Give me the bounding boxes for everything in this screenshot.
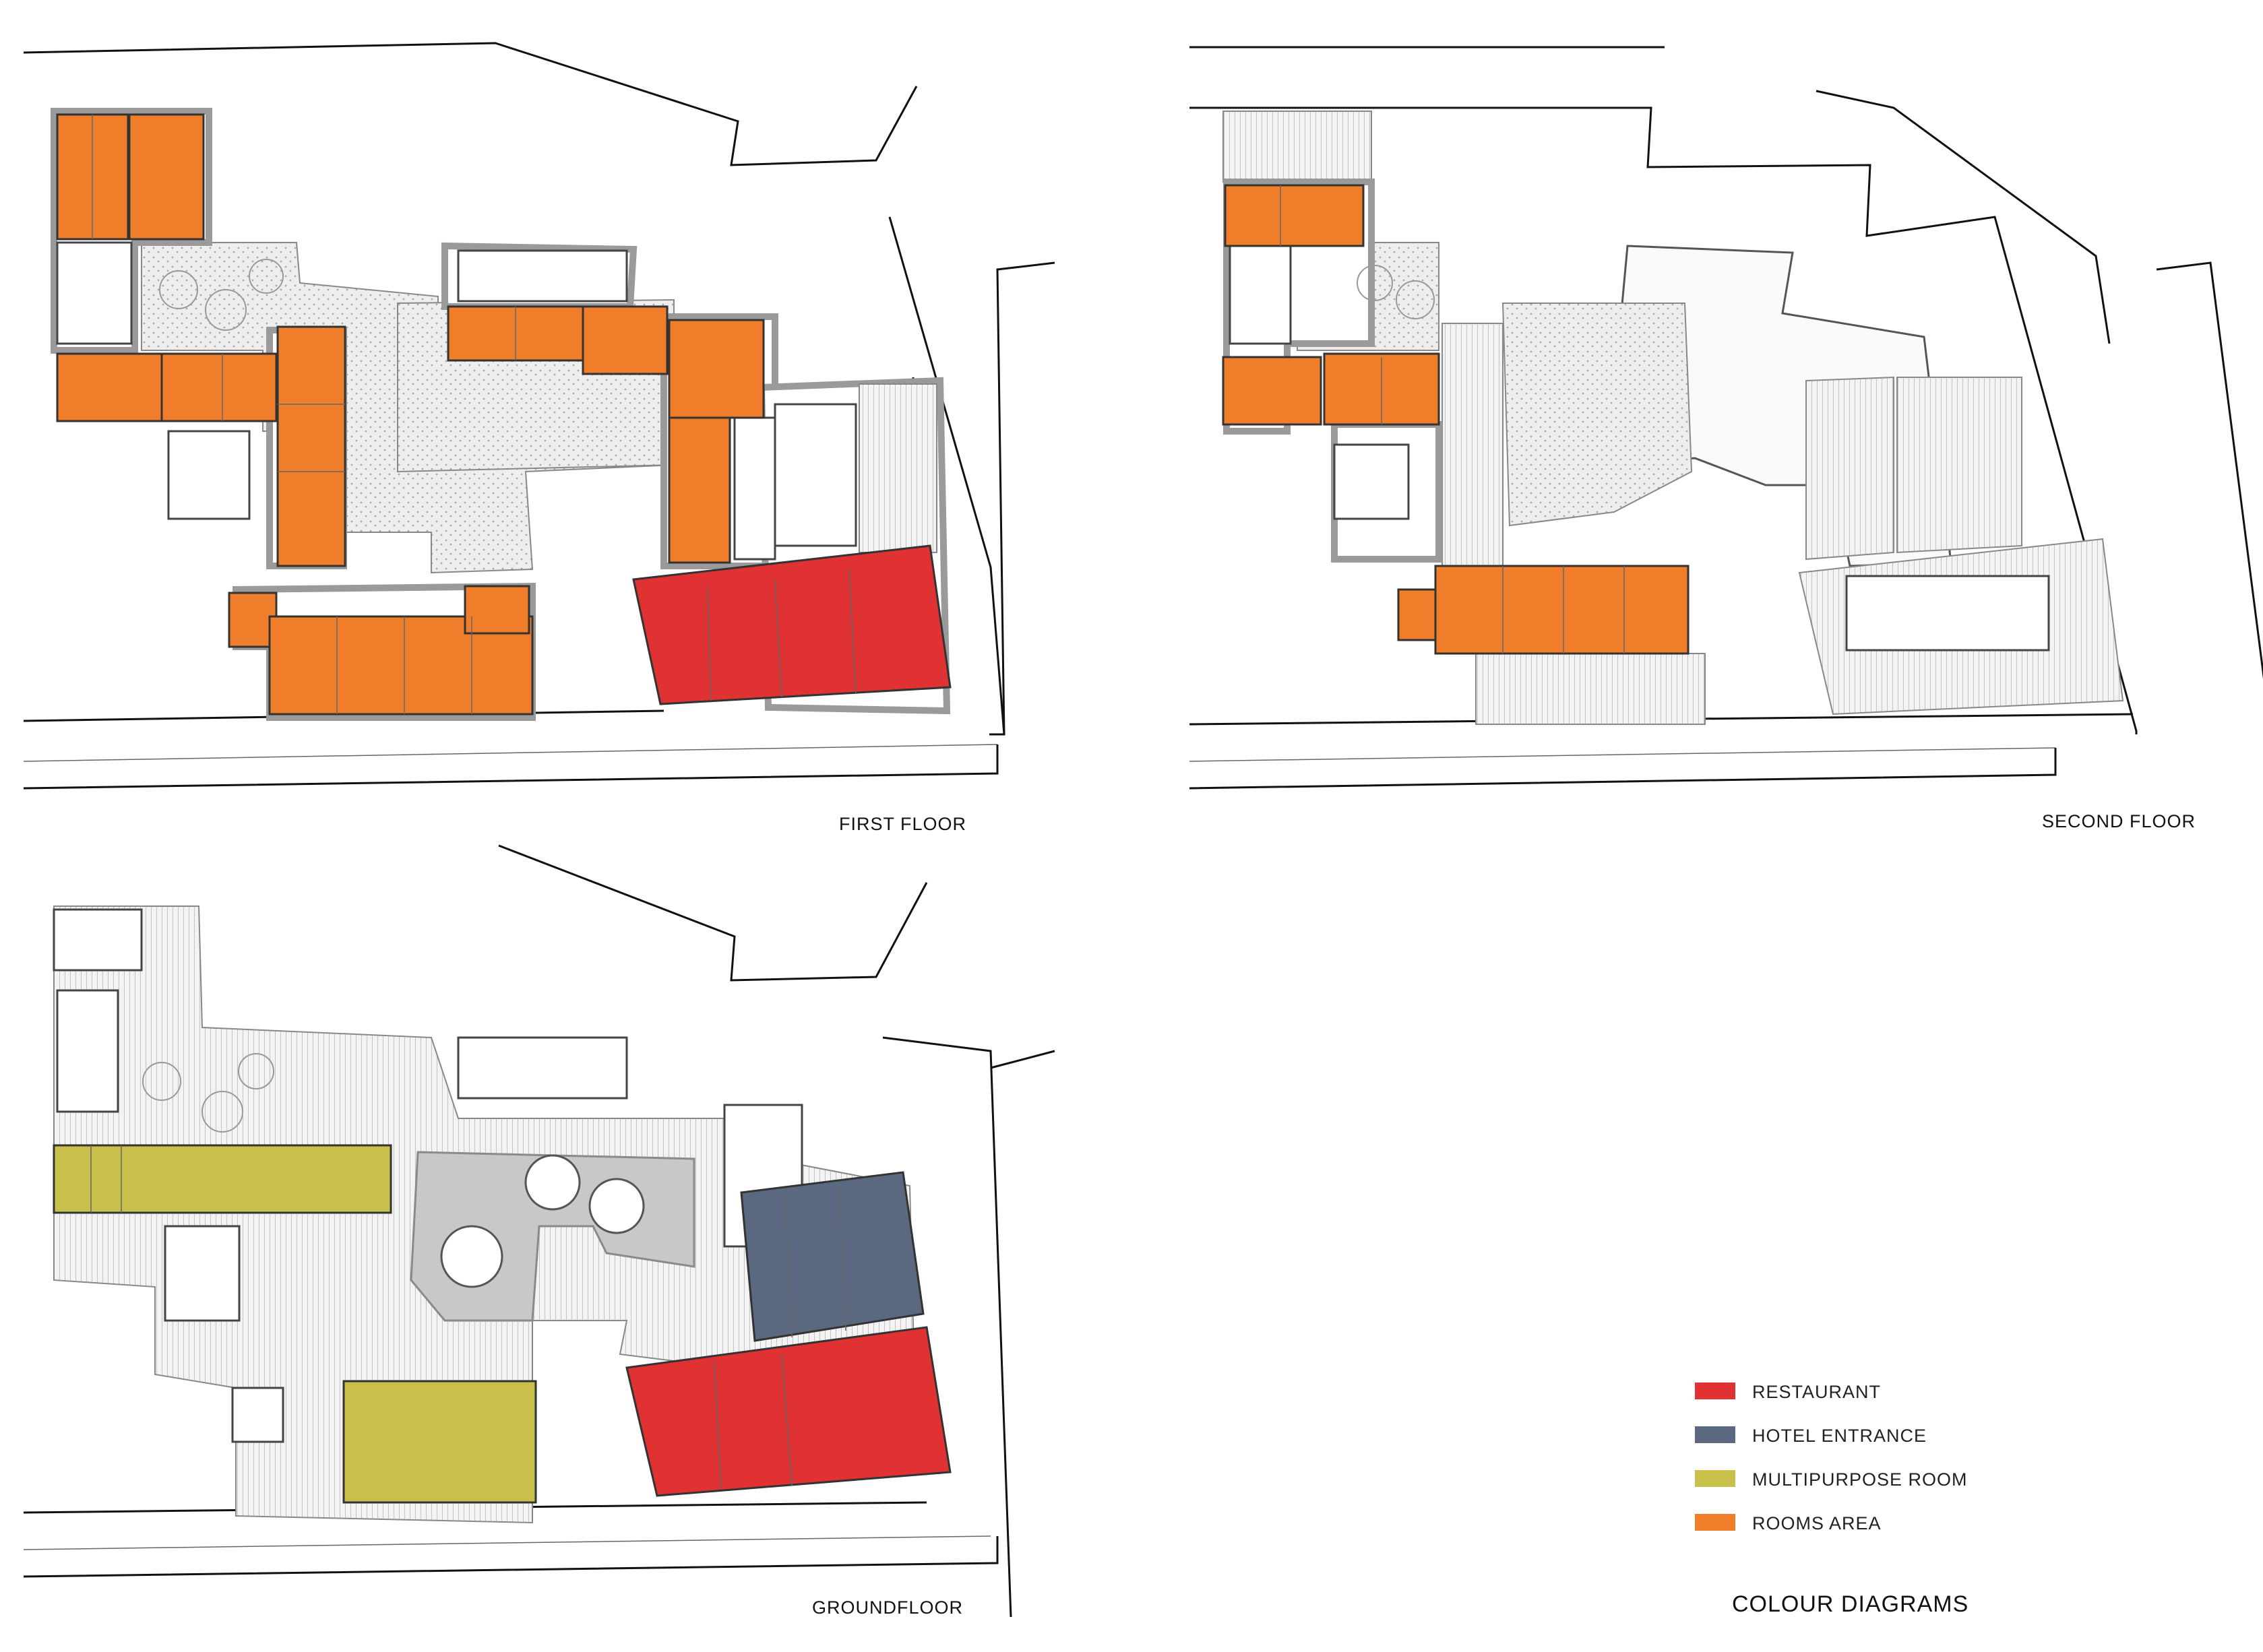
- first-floor-plan: FIRST FLOOR: [23, 42, 1055, 834]
- first-floor-label: FIRST FLOOR: [839, 814, 966, 834]
- legend-label-rooms-area: ROOMS AREA: [1752, 1513, 1882, 1533]
- legend-swatch-hotel-entrance: [1695, 1426, 1735, 1443]
- legend-title: COLOUR DIAGRAMS: [1732, 1591, 1968, 1617]
- legend-label-restaurant: RESTAURANT: [1752, 1382, 1881, 1402]
- legend: RESTAURANT HOTEL ENTRANCE MULTIPURPOSE R…: [1695, 1382, 1968, 1617]
- groundfloor-multipurpose-rooms: [53, 1144, 537, 1504]
- groundfloor-plan: GROUNDFLOOR: [23, 844, 1055, 1618]
- legend-swatch-restaurant: [1695, 1383, 1735, 1399]
- first-floor-restaurant: [632, 544, 952, 705]
- second-floor-plan: SECOND FLOOR: [1189, 46, 2263, 831]
- legend-swatch-rooms-area: [1695, 1514, 1735, 1531]
- groundfloor-label: GROUNDFLOOR: [812, 1597, 963, 1618]
- groundfloor-restaurant: [625, 1326, 952, 1497]
- legend-label-multipurpose-room: MULTIPURPOSE ROOM: [1752, 1469, 1968, 1490]
- second-floor-label: SECOND FLOOR: [2042, 811, 2196, 831]
- legend-swatch-multipurpose-room: [1695, 1470, 1735, 1487]
- legend-label-hotel-entrance: HOTEL ENTRANCE: [1752, 1426, 1927, 1446]
- groundfloor-hotel-entrance: [740, 1171, 925, 1342]
